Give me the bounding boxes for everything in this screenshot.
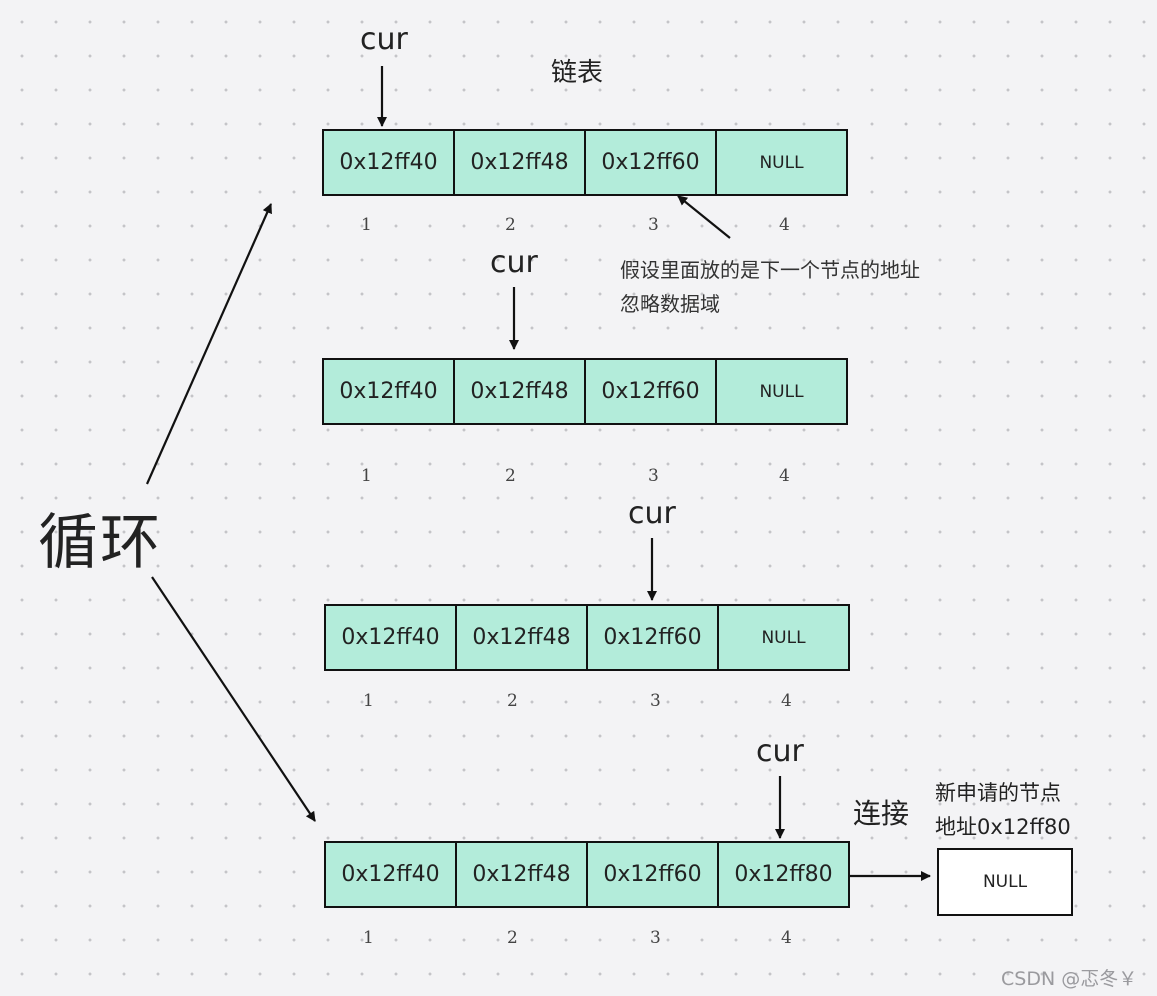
annotation-line-2: 忽略数据域 [620, 292, 720, 316]
node-index: 2 [507, 928, 518, 948]
node-index: 4 [779, 466, 790, 486]
node-index: 2 [505, 466, 516, 486]
new-node-box: NULL [937, 848, 1073, 916]
new-node-note: 新申请的节点 地址0x12ff80 [935, 776, 1071, 844]
loop-arrow-up [145, 203, 273, 485]
node-cell: 0x12ff60 [586, 360, 717, 423]
cur-label-row-4: cur [756, 734, 804, 769]
node-index: 1 [363, 691, 374, 711]
node-index: 4 [779, 215, 790, 235]
node-cell: 0x12ff48 [457, 606, 588, 669]
node-index: 3 [648, 215, 659, 235]
loop-label: 循环 [38, 508, 162, 578]
annotation-arrow [677, 195, 731, 239]
node-cell: 0x12ff40 [326, 843, 457, 906]
node-index: 1 [361, 215, 372, 235]
linked-list-row-2: 0x12ff40 0x12ff48 0x12ff60 NULL [322, 358, 848, 425]
node-cell: 0x12ff40 [324, 360, 455, 423]
node-cell: 0x12ff60 [588, 843, 719, 906]
node-cell: 0x12ff80 [734, 862, 833, 887]
node-cell: NULL [759, 152, 804, 173]
watermark: CSDN @忑冬￥ [1001, 968, 1138, 990]
node-cell: 0x12ff60 [586, 131, 717, 194]
node-index: 3 [650, 928, 661, 948]
cur-label-row-1: cur [360, 22, 408, 57]
linked-list-row-4: 0x12ff40 0x12ff48 0x12ff60 0x12ff80 [324, 841, 850, 908]
annotation-note: 假设里面放的是下一个节点的地址 忽略数据域 [620, 253, 920, 321]
node-cell: 0x12ff40 [324, 131, 455, 194]
node-index: 2 [505, 215, 516, 235]
diagram-title: 链表 [551, 58, 604, 88]
linked-list-row-1: 0x12ff40 0x12ff48 0x12ff60 NULL [322, 129, 848, 196]
linked-list-row-3: 0x12ff40 0x12ff48 0x12ff60 NULL [324, 604, 850, 671]
connect-label: 连接 [853, 797, 910, 830]
node-cell: 0x12ff48 [457, 843, 588, 906]
node-index: 2 [507, 691, 518, 711]
new-node-note-line-1: 新申请的节点 [935, 781, 1061, 805]
node-index: 1 [363, 928, 374, 948]
node-cell: NULL [761, 627, 806, 648]
node-cell: 0x12ff48 [455, 360, 586, 423]
cur-label-row-3: cur [628, 496, 676, 531]
cur-label-row-2: cur [490, 245, 538, 280]
new-node-note-line-2: 地址0x12ff80 [935, 815, 1071, 839]
node-index: 1 [361, 466, 372, 486]
node-index: 4 [781, 928, 792, 948]
node-index: 3 [648, 466, 659, 486]
node-cell: NULL [759, 381, 804, 402]
loop-arrow-down [151, 576, 316, 822]
node-cell: 0x12ff40 [326, 606, 457, 669]
node-index: 3 [650, 691, 661, 711]
node-cell: 0x12ff48 [455, 131, 586, 194]
annotation-line-1: 假设里面放的是下一个节点的地址 [620, 258, 920, 282]
node-cell: 0x12ff60 [588, 606, 719, 669]
node-index: 4 [781, 691, 792, 711]
